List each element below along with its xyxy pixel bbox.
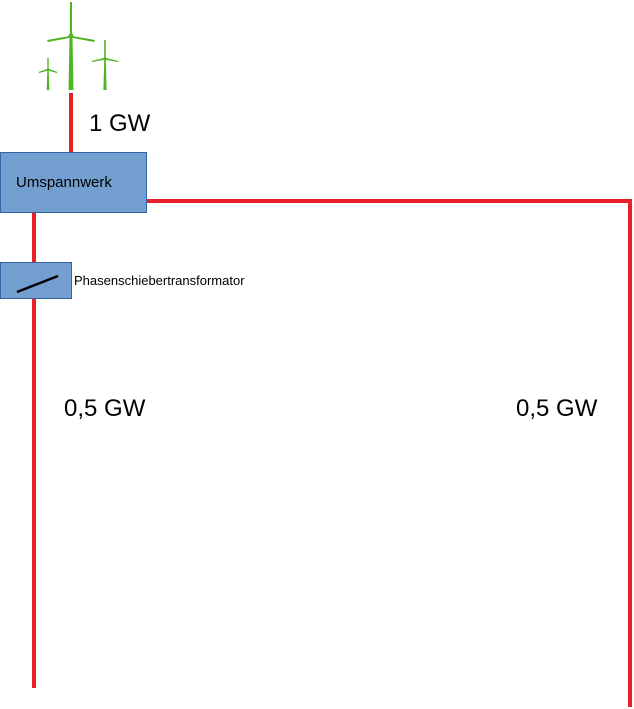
phase-shifter-box [0,262,72,299]
substation-label: Umspannwerk [16,174,112,191]
phase-shifter-symbol-icon [16,274,59,294]
wind-turbine-small-icon [38,58,58,90]
generation-power-label: 1 GW [89,110,151,137]
right-branch-power-label: 0,5 GW [516,395,598,422]
left-branch-power-label: 0,5 GW [64,395,146,422]
wind-turbine-large-icon [47,2,95,90]
right-branch-line [105,199,632,707]
phase-shifter-label: Phasenschiebertransformator [74,273,245,288]
wind-turbine-medium-icon [91,40,119,90]
substation-box [0,152,147,213]
wind-turbine-icon [38,2,119,90]
